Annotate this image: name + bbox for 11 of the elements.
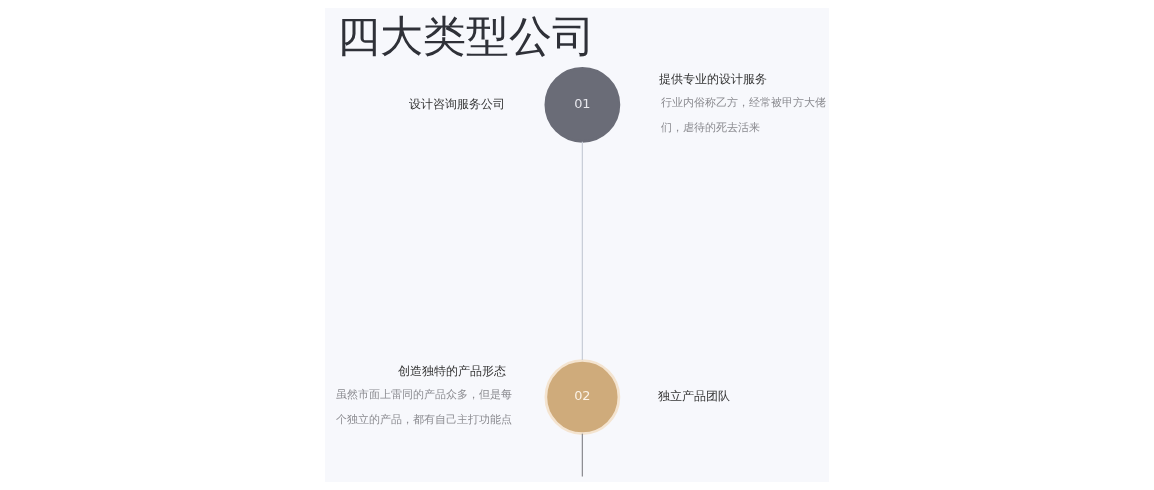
connector: [581, 141, 583, 361]
node-circle: 02: [544, 359, 621, 435]
node-label: 虽然市面上雷同的产品众多，但是每个独立的产品，都有自己主打功能点: [336, 388, 513, 426]
diagram-title: 四大类型公司: [337, 11, 596, 62]
node-label: 提供专业的设计服务: [658, 72, 767, 87]
connector: [581, 433, 583, 478]
node-circle: 01: [544, 66, 621, 143]
node-label: 创造独特的产品形态: [397, 364, 506, 379]
node-label: 设计咨询服务公司: [409, 96, 506, 111]
node-label: 独立产品团队: [657, 389, 730, 404]
node-label: 行业内俗称乙方，经常被甲方大佬们，虐待的死去活来: [660, 95, 826, 134]
